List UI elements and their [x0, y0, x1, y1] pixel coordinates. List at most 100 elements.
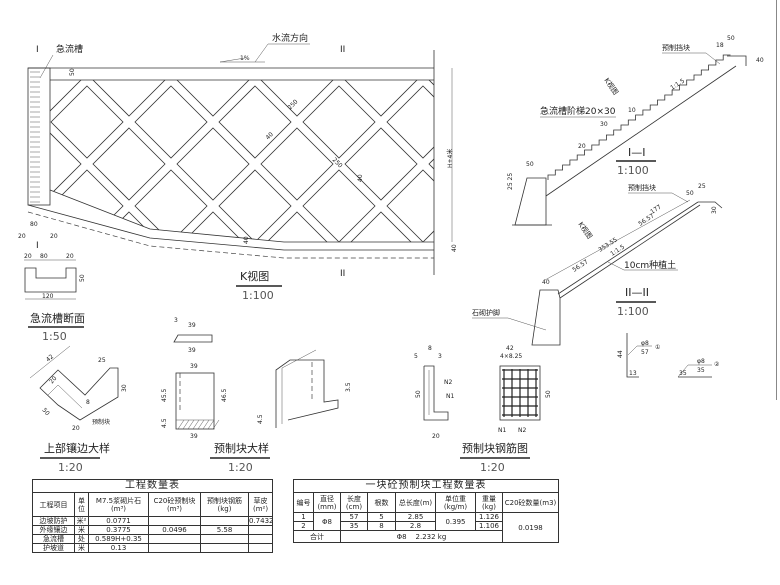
bar1-diameter: φ8 [641, 340, 649, 347]
section-mark-ii-top: II [340, 45, 345, 55]
bar2-number: ② [714, 361, 720, 368]
cell: 57 [340, 512, 368, 522]
dim-56-57a: 56.57 [637, 212, 655, 227]
cell: Φ8 [313, 512, 341, 531]
cell [247, 543, 274, 553]
chute-section: 20 80 20 50 120 急流槽断面 1:50 [24, 253, 86, 343]
hatch-line [197, 419, 205, 430]
header-cell: 长度(cm) [340, 492, 368, 513]
label-k-view: K视图 [576, 220, 594, 240]
label-precast-block: 预制挡块 [628, 183, 656, 192]
header-cell: M7.5浆砌片石(m³) [88, 492, 149, 517]
lattice-cell [471, 86, 543, 158]
block-quantity-table: 一块砼预制块工程数量表 编号 直径(mm) 长度(cm) 根数 总长度(m) 单… [293, 479, 559, 543]
dim-45-5: 45.5 [161, 388, 168, 402]
bar1-hook: 44 [617, 350, 624, 358]
bar1-number: ① [655, 344, 660, 351]
dim-40c: 40 [243, 236, 250, 244]
upper-edge-scale: 1:20 [58, 461, 83, 474]
label-n1: N1 [446, 393, 454, 400]
rebar-detail: 8 5 3 50 N2 N1 20 42 4×8.25 50 N1 N2 预制块… [414, 345, 552, 474]
dim-50: 50 [79, 274, 86, 282]
slope-ratio: 1:1.5 [669, 77, 686, 91]
cell: 2 [293, 521, 314, 531]
dim-20a: 20 [48, 375, 58, 385]
cell: 0.395 [435, 512, 476, 531]
lattice-cell [387, 254, 459, 326]
header-cell: C20砼数量(m3) [502, 492, 559, 513]
dim-50: 50 [415, 390, 422, 398]
lattice-cell [555, 2, 627, 74]
rebar-title: 预制块钢筋图 [462, 441, 528, 455]
lattice-cell [260, 127, 334, 201]
lattice-cell [176, 127, 250, 201]
label-n2b: N2 [518, 427, 526, 434]
cell: 米 [74, 543, 89, 553]
lattice-cell [260, 211, 334, 242]
dim-8: 8 [86, 399, 90, 406]
dim-250b: 250 [331, 156, 344, 169]
lattice-cell [176, 80, 250, 117]
dim-39c: 39 [190, 363, 198, 370]
dim-40: 40 [542, 279, 550, 286]
cell: 护坡道 [32, 543, 75, 553]
bar1-foot: 13 [629, 370, 637, 377]
block-detail-scale: 1:20 [228, 461, 253, 474]
dim-4-5: 4.5 [161, 418, 168, 428]
label-precast-block: 预制挡块 [662, 43, 690, 52]
dim-50: 50 [686, 190, 694, 197]
lattice-cell [302, 169, 376, 242]
block-table-title: 一块砼预制块工程数量表 [293, 479, 559, 493]
cell [200, 516, 249, 526]
chute-section-title: 急流槽断面 [30, 311, 85, 325]
upper-edge-detail: 42 25 30 20 20 50 8 预制块 上部镶边大样 1:20 [29, 345, 128, 474]
dim-10: 10 [628, 107, 636, 114]
dim-50: 50 [69, 68, 76, 76]
lattice-cell [51, 2, 123, 74]
dim-30: 30 [600, 121, 608, 128]
rebar-mesh [502, 369, 538, 417]
cell: 外缘镶边 [32, 525, 75, 535]
cell: 0.589H+0.35 [88, 534, 149, 544]
lattice-cell [260, 80, 334, 117]
cell: 1.106 [475, 521, 503, 531]
dim-20b: 20 [50, 233, 58, 240]
lattice-cell [428, 211, 434, 242]
cell: 急流槽 [32, 534, 75, 544]
cell: 1.126 [475, 512, 503, 522]
cell: 边坡防护 [32, 516, 75, 526]
cell: 5 [367, 512, 396, 522]
lattice-cell [92, 80, 166, 117]
cell [200, 534, 249, 544]
lattice-cell [387, 2, 459, 74]
cell: 米² [74, 516, 89, 526]
block-detail-title: 预制块大样 [214, 441, 269, 455]
cell: 0.13 [88, 543, 149, 553]
header-cell: C20砼预制块(m³) [148, 492, 201, 517]
header-cell: 预制块钢筋(kg) [200, 492, 249, 517]
lattice-cell [50, 211, 82, 242]
label-precast-block: 预制块 [92, 418, 110, 426]
lattice-cell [50, 85, 124, 159]
hatch-line [187, 419, 195, 430]
dim-3: 3 [438, 353, 442, 360]
sheet-border [776, 0, 777, 400]
section-i-title: I—I [628, 146, 646, 159]
lattice-cell [134, 169, 208, 242]
header-cell: 直径(mm) [313, 492, 341, 513]
rebar-scale: 1:20 [480, 461, 505, 474]
section-i-scale: 1:100 [617, 164, 649, 177]
header-cell: 根数 [367, 492, 396, 513]
dim-20a: 20 [24, 253, 32, 260]
dim-20b: 20 [72, 425, 80, 432]
dim-50b: 50 [526, 161, 534, 168]
dim-80: 80 [40, 253, 48, 260]
cell [200, 543, 249, 553]
label-n2: N2 [444, 379, 452, 386]
section-ii-ii: 预制挡块 50 25 30 177 56.57 353.55 1:1.5 56.… [472, 183, 723, 346]
dim-25: 25 [698, 183, 706, 190]
dim-5: 5 [414, 353, 418, 360]
